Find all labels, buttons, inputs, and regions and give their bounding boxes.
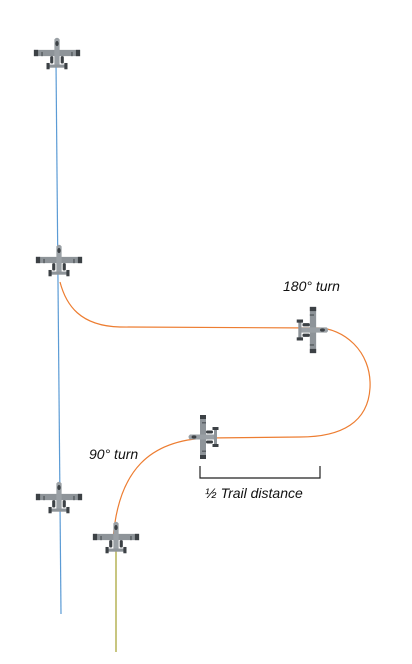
wingman-flight-path (59, 281, 371, 541)
lead-aircraft-3-icon (35, 481, 83, 514)
wingman-aircraft-start-icon (92, 521, 140, 554)
label-180-turn: 180° turn (283, 278, 340, 294)
label-half-trail-distance: ½ Trail distance (205, 485, 303, 501)
lead-aircraft-1-icon (33, 37, 81, 70)
wingman-aircraft-90-turn-icon (188, 415, 219, 459)
lead-aircraft-2-icon (35, 244, 83, 277)
label-90-turn: 90° turn (89, 446, 138, 462)
lead-flight-path (55, 61, 62, 615)
wingman-aircraft-180-turn-icon (296, 306, 329, 354)
half-trail-bracket (199, 466, 321, 479)
